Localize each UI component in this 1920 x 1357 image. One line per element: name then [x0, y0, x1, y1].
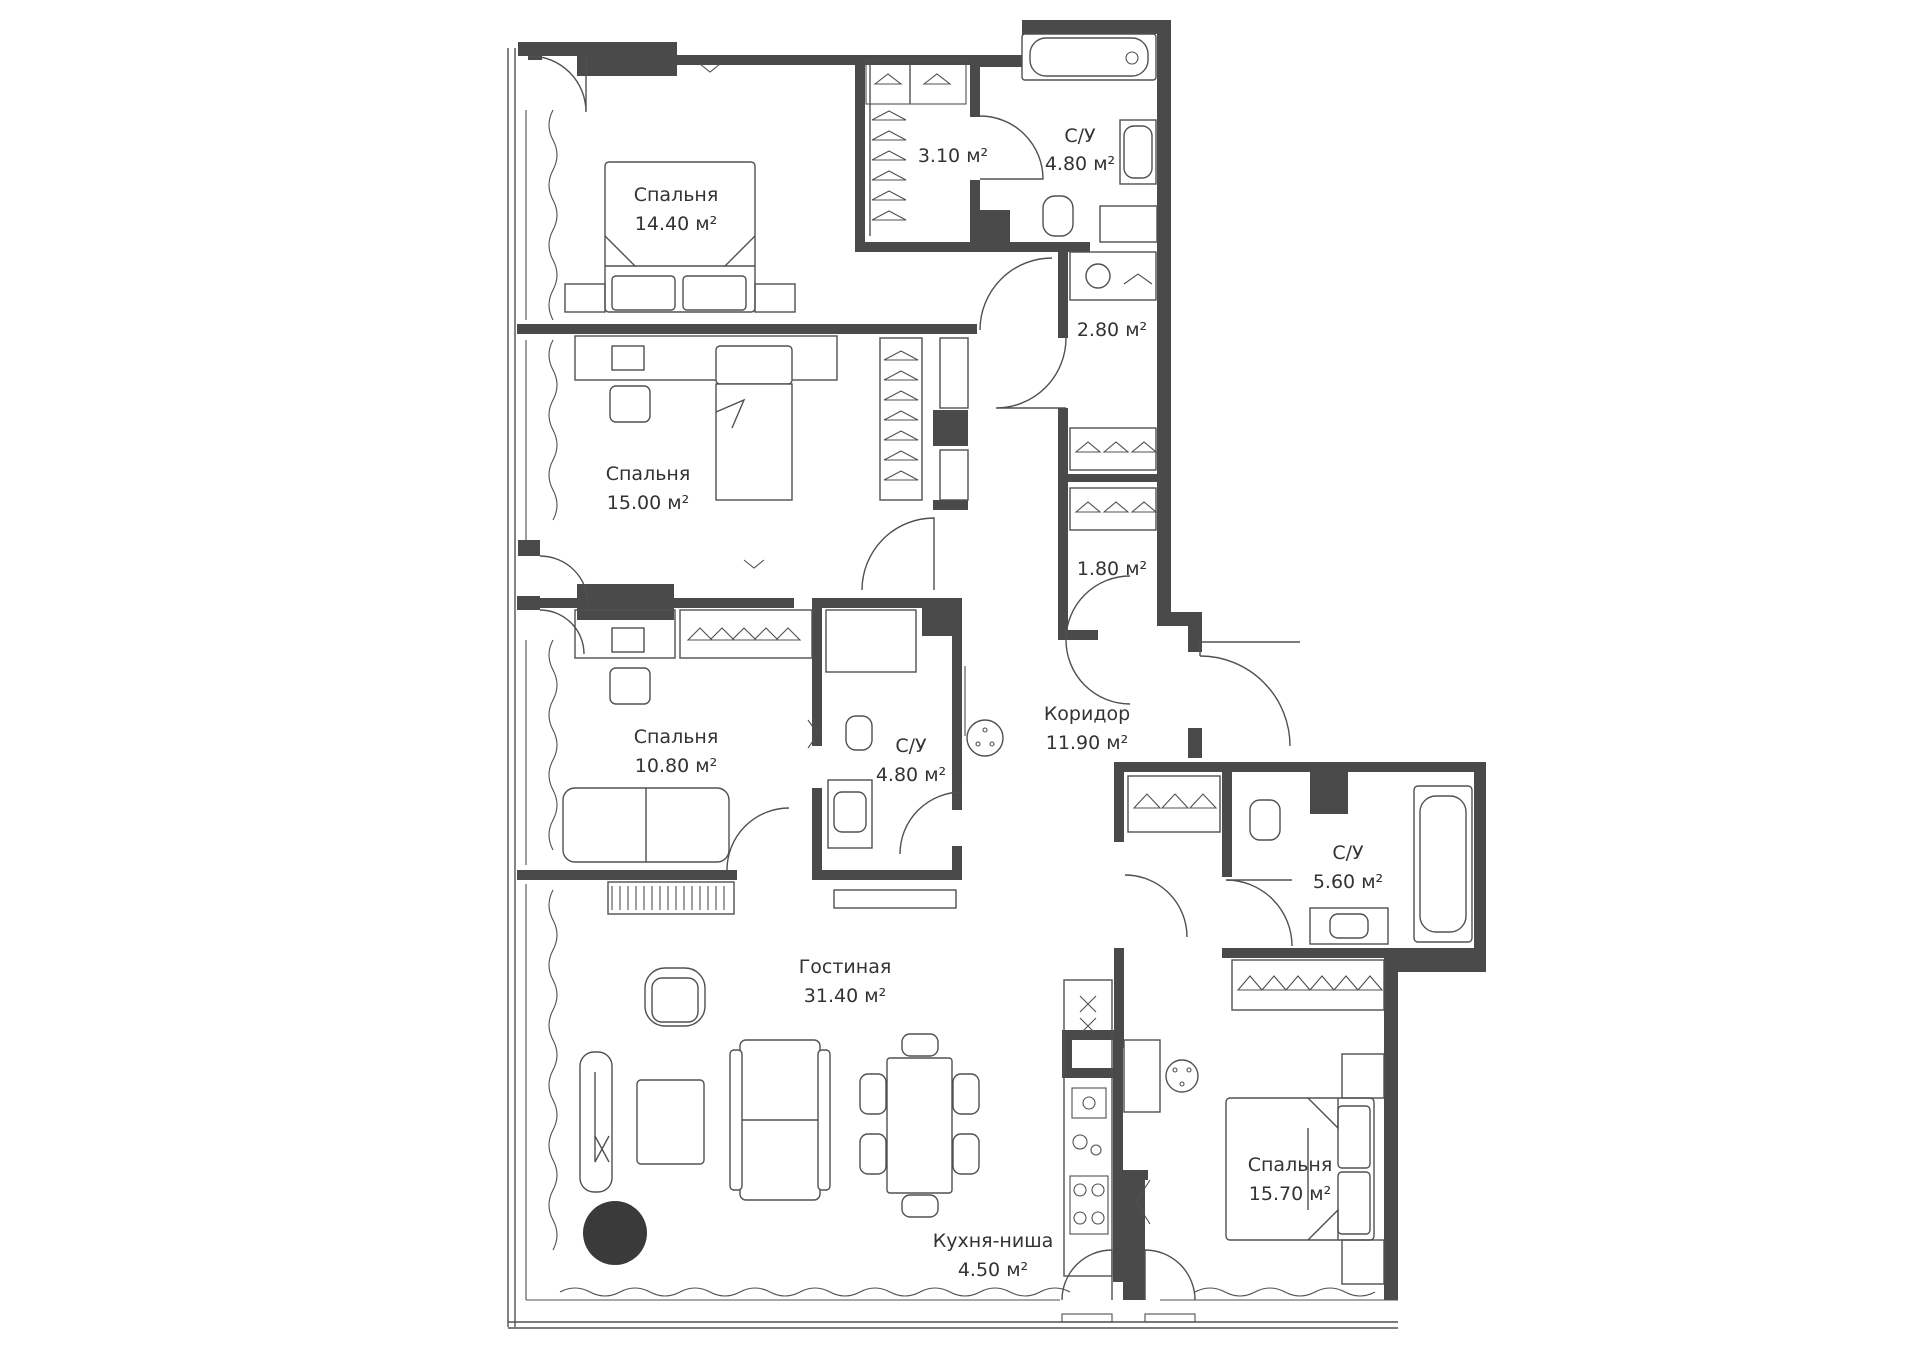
corridor-area: 11.90 м² — [1046, 732, 1128, 754]
bedroom3-area: 10.80 м² — [635, 755, 717, 777]
kitchen-counter — [1063, 979, 1113, 1277]
storage2-fixtures — [1069, 427, 1158, 531]
bedroom1-furniture — [564, 63, 796, 313]
corridor-name: Коридор — [1044, 703, 1130, 725]
bath2-fixtures — [825, 609, 966, 909]
closet1-hangers — [865, 59, 967, 236]
bath1-name: С/У — [1064, 125, 1096, 147]
bedroom2-name: Спальня — [606, 463, 691, 485]
bedroom1-name: Спальня — [634, 184, 719, 206]
storage2-area: 1.80 м² — [1077, 558, 1147, 580]
corridor-table — [966, 719, 1004, 757]
kitchen-area: 4.50 м² — [958, 1259, 1028, 1281]
bath2-name: С/У — [895, 735, 927, 757]
bath3-area: 5.60 м² — [1313, 871, 1383, 893]
bedroom2-area: 15.00 м² — [607, 492, 689, 514]
storage1-area: 2.80 м² — [1077, 319, 1147, 341]
bath1-fixtures — [1021, 33, 1158, 243]
bath2-area: 4.80 м² — [876, 764, 946, 786]
doors — [726, 115, 1300, 947]
bath3-name: С/У — [1332, 842, 1364, 864]
kitchen-name: Кухня-ниша — [933, 1230, 1054, 1252]
room-labels: Спальня 14.40 м² 3.10 м² С/У 4.80 м² 2.8… — [606, 125, 1383, 1281]
storage1-fixtures — [1069, 251, 1157, 301]
bedroom3-name: Спальня — [634, 726, 719, 748]
bedroom3-furniture — [562, 559, 819, 915]
bedroom4-furniture — [1123, 959, 1385, 1285]
living-area: 31.40 м² — [804, 985, 886, 1007]
bedroom1-area: 14.40 м² — [635, 213, 717, 235]
walls — [517, 20, 1486, 1300]
bath3-fixtures — [1127, 775, 1473, 945]
living-name: Гостиная — [799, 956, 892, 978]
closet1-area: 3.10 м² — [918, 145, 988, 167]
bedroom4-name: Спальня — [1248, 1154, 1333, 1176]
bath1-area: 4.80 м² — [1045, 153, 1115, 175]
windows — [507, 42, 1398, 1329]
bedroom2-furniture — [574, 335, 969, 501]
bedroom4-area: 15.70 м² — [1249, 1183, 1331, 1205]
living-furniture — [579, 967, 980, 1265]
